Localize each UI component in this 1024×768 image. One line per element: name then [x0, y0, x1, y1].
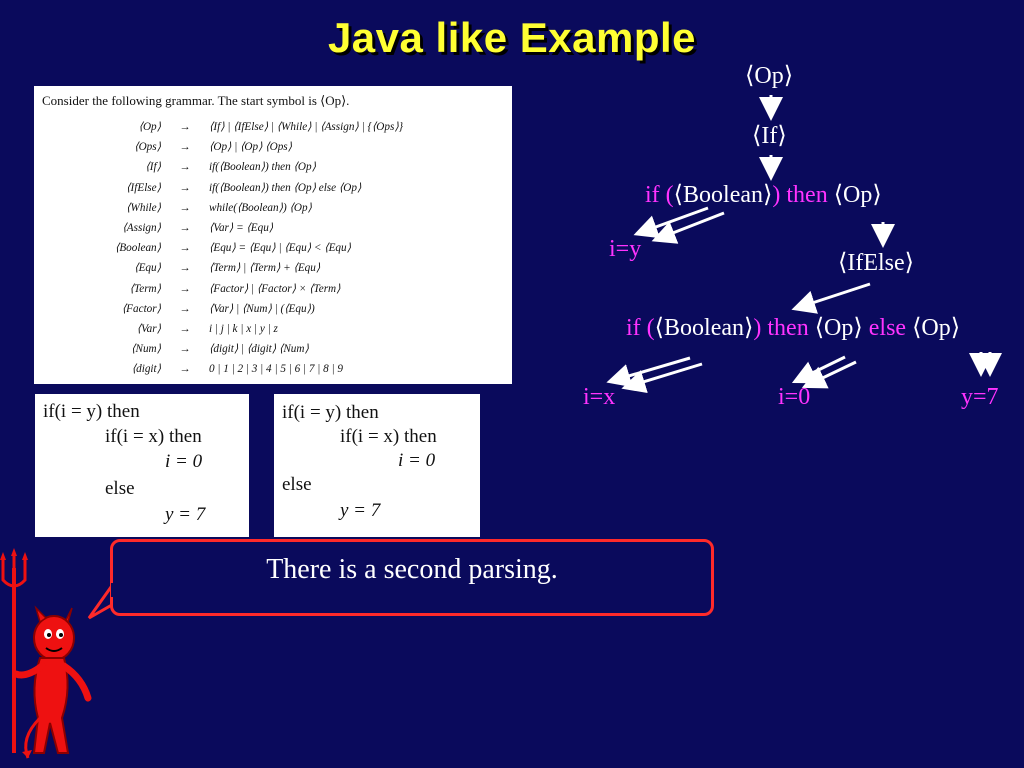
rule-rhs: while(⟨Boolean⟩) ⟨Op⟩: [209, 201, 312, 214]
rule-rhs: 0 | 1 | 2 | 3 | 4 | 5 | 6 | 7 | 8 | 9: [209, 363, 343, 376]
grammar-rule: ⟨Factor⟩ → ⟨Var⟩ | ⟨Num⟩ | (⟨Equ⟩): [40, 299, 406, 319]
tree-node-ifelse: ⟨IfElse⟩: [838, 250, 915, 276]
rule-rhs: ⟨digit⟩ | ⟨digit⟩ ⟨Num⟩: [209, 343, 309, 356]
grammar-rule: ⟨While⟩ → while(⟨Boolean⟩) ⟨Op⟩: [40, 198, 406, 218]
rule-rhs: ⟨Equ⟩ = ⟨Equ⟩ | ⟨Equ⟩ < ⟨Equ⟩: [209, 242, 351, 255]
code-line: if(i = x) then: [105, 426, 202, 447]
rule-arrow: →: [179, 141, 191, 154]
grammar-rule: ⟨Term⟩ → ⟨Factor⟩ | ⟨Factor⟩ × ⟨Term⟩: [40, 279, 406, 299]
leaf-i-eq-x: i=x: [583, 384, 616, 410]
leaf-y-eq-7: y=7: [961, 384, 999, 410]
code-line: i = 0: [165, 451, 203, 472]
kw-else: else: [868, 315, 907, 341]
slide-title: Java like Example: [327, 14, 697, 61]
rule-arrow: →: [179, 161, 191, 174]
rule-lhs: ⟨If⟩: [145, 161, 161, 174]
tree-node-op-root: ⟨Op⟩: [745, 63, 794, 89]
nt-boolean: ⟨Boolean⟩: [654, 315, 754, 341]
rule-lhs: ⟨Assign⟩: [122, 222, 161, 235]
rule-arrow: →: [179, 242, 191, 255]
rule-rhs: ⟨Var⟩ | ⟨Num⟩ | (⟨Equ⟩): [209, 302, 315, 315]
rule-rhs: ⟨Term⟩ | ⟨Term⟩ + ⟨Equ⟩: [209, 262, 321, 275]
grammar-rule: ⟨Boolean⟩ → ⟨Equ⟩ = ⟨Equ⟩ | ⟨Equ⟩ < ⟨Equ⟩: [40, 238, 406, 258]
kw-if: if (: [626, 315, 655, 341]
rule-rhs: ⟨Factor⟩ | ⟨Factor⟩ × ⟨Term⟩: [209, 282, 341, 295]
rule-arrow: →: [179, 302, 191, 315]
rule-arrow: →: [179, 282, 191, 295]
grammar-rule: ⟨Ops⟩ → ⟨Op⟩ | ⟨Op⟩ ⟨Ops⟩: [40, 137, 406, 157]
leaf-i-eq-y: i=y: [609, 236, 642, 262]
code-line: i = 0: [398, 450, 436, 471]
rule-lhs: ⟨digit⟩: [131, 363, 161, 376]
grammar-rules: ⟨Op⟩ → ⟨If⟩ | ⟨IfElse⟩ | ⟨While⟩ | ⟨Assign…: [40, 117, 406, 380]
tree-row-if-then-else: if (⟨Boolean⟩) then ⟨Op⟩ else ⟨Op⟩: [626, 313, 960, 342]
nt-op: ⟨Op⟩: [814, 315, 863, 341]
kw-then: ) then: [772, 182, 828, 208]
grammar-rule: ⟨IfElse⟩ → if(⟨Boolean⟩) then ⟨Op⟩ else ⟨O…: [40, 178, 406, 198]
rule-lhs: ⟨Equ⟩: [134, 262, 161, 275]
code-line: y = 7: [340, 500, 381, 521]
nt-op-else: ⟨Op⟩: [912, 315, 961, 341]
speech-callout: There is a second parsing.: [110, 539, 714, 616]
devil-icon: [0, 548, 92, 759]
grammar-rule: ⟨digit⟩ → 0 | 1 | 2 | 3 | 4 | 5 | 6 | 7 | …: [40, 359, 406, 379]
code-box-second-parse: if(i = y) then if(i = x) then i = 0 else…: [274, 394, 480, 537]
rule-arrow: →: [179, 201, 191, 214]
rule-rhs: i | j | k | x | y | z: [209, 323, 278, 336]
kw-if: if (: [645, 182, 674, 208]
tree-node-if: ⟨If⟩: [752, 123, 787, 149]
code-line: if(i = x) then: [340, 426, 437, 447]
rule-lhs: ⟨While⟩: [126, 201, 161, 214]
code-line: else: [105, 478, 135, 499]
rule-lhs: ⟨Var⟩: [136, 323, 161, 336]
grammar-rule: ⟨Num⟩ → ⟨digit⟩ | ⟨digit⟩ ⟨Num⟩: [40, 339, 406, 359]
rule-arrow: →: [179, 181, 191, 194]
callout-text: There is a second parsing.: [266, 554, 558, 585]
rule-rhs: if(⟨Boolean⟩) then ⟨Op⟩: [209, 161, 316, 174]
code-line: y = 7: [165, 504, 206, 525]
grammar-rule: ⟨Var⟩ → i | j | k | x | y | z: [40, 319, 406, 339]
grammar-rule: ⟨If⟩ → if(⟨Boolean⟩) then ⟨Op⟩: [40, 157, 406, 177]
rule-arrow: →: [179, 343, 191, 356]
rule-lhs: ⟨Boolean⟩: [114, 242, 161, 255]
rule-lhs: ⟨Factor⟩: [121, 302, 161, 315]
rule-arrow: →: [179, 323, 191, 336]
rule-lhs: ⟨Term⟩: [129, 282, 161, 295]
nt-boolean: ⟨Boolean⟩: [673, 182, 773, 208]
leaf-i-eq-0: i=0: [778, 384, 811, 410]
rule-rhs: if(⟨Boolean⟩) then ⟨Op⟩ else ⟨Op⟩: [209, 181, 362, 194]
rule-rhs: ⟨Var⟩ = ⟨Equ⟩: [209, 222, 274, 235]
rule-arrow: →: [179, 121, 191, 133]
kw-then: ) then: [753, 315, 809, 341]
rule-arrow: →: [179, 262, 191, 275]
rule-rhs: ⟨If⟩ | ⟨IfElse⟩ | ⟨While⟩ | ⟨Assign⟩ | {…: [209, 121, 404, 133]
grammar-rule: ⟨Op⟩ → ⟨If⟩ | ⟨IfElse⟩ | ⟨While⟩ | ⟨Assign…: [40, 117, 406, 137]
code-box-first-parse: if(i = y) then if(i = x) then i = 0 else…: [35, 394, 249, 537]
grammar-rule: ⟨Equ⟩ → ⟨Term⟩ | ⟨Term⟩ + ⟨Equ⟩: [40, 258, 406, 278]
grammar-rule: ⟨Assign⟩ → ⟨Var⟩ = ⟨Equ⟩: [40, 218, 406, 238]
nt-op: ⟨Op⟩: [833, 182, 882, 208]
code-line: else: [282, 474, 312, 495]
code-line: if(i = y) then: [43, 401, 140, 422]
rule-rhs: ⟨Op⟩ | ⟨Op⟩ ⟨Ops⟩: [209, 141, 293, 154]
code-line: if(i = y) then: [282, 402, 379, 423]
grammar-box: Consider the following grammar. The star…: [34, 86, 512, 384]
rule-arrow: →: [179, 222, 191, 235]
rule-lhs: ⟨Num⟩: [131, 343, 161, 356]
tree-row-if-then: if (⟨Boolean⟩) then ⟨Op⟩: [645, 180, 882, 209]
rule-lhs: ⟨IfElse⟩: [126, 181, 161, 194]
rule-arrow: →: [179, 363, 191, 376]
grammar-intro: Consider the following grammar. The star…: [42, 93, 350, 108]
rule-lhs: ⟨Ops⟩: [134, 141, 161, 154]
rule-lhs: ⟨Op⟩: [138, 121, 161, 133]
